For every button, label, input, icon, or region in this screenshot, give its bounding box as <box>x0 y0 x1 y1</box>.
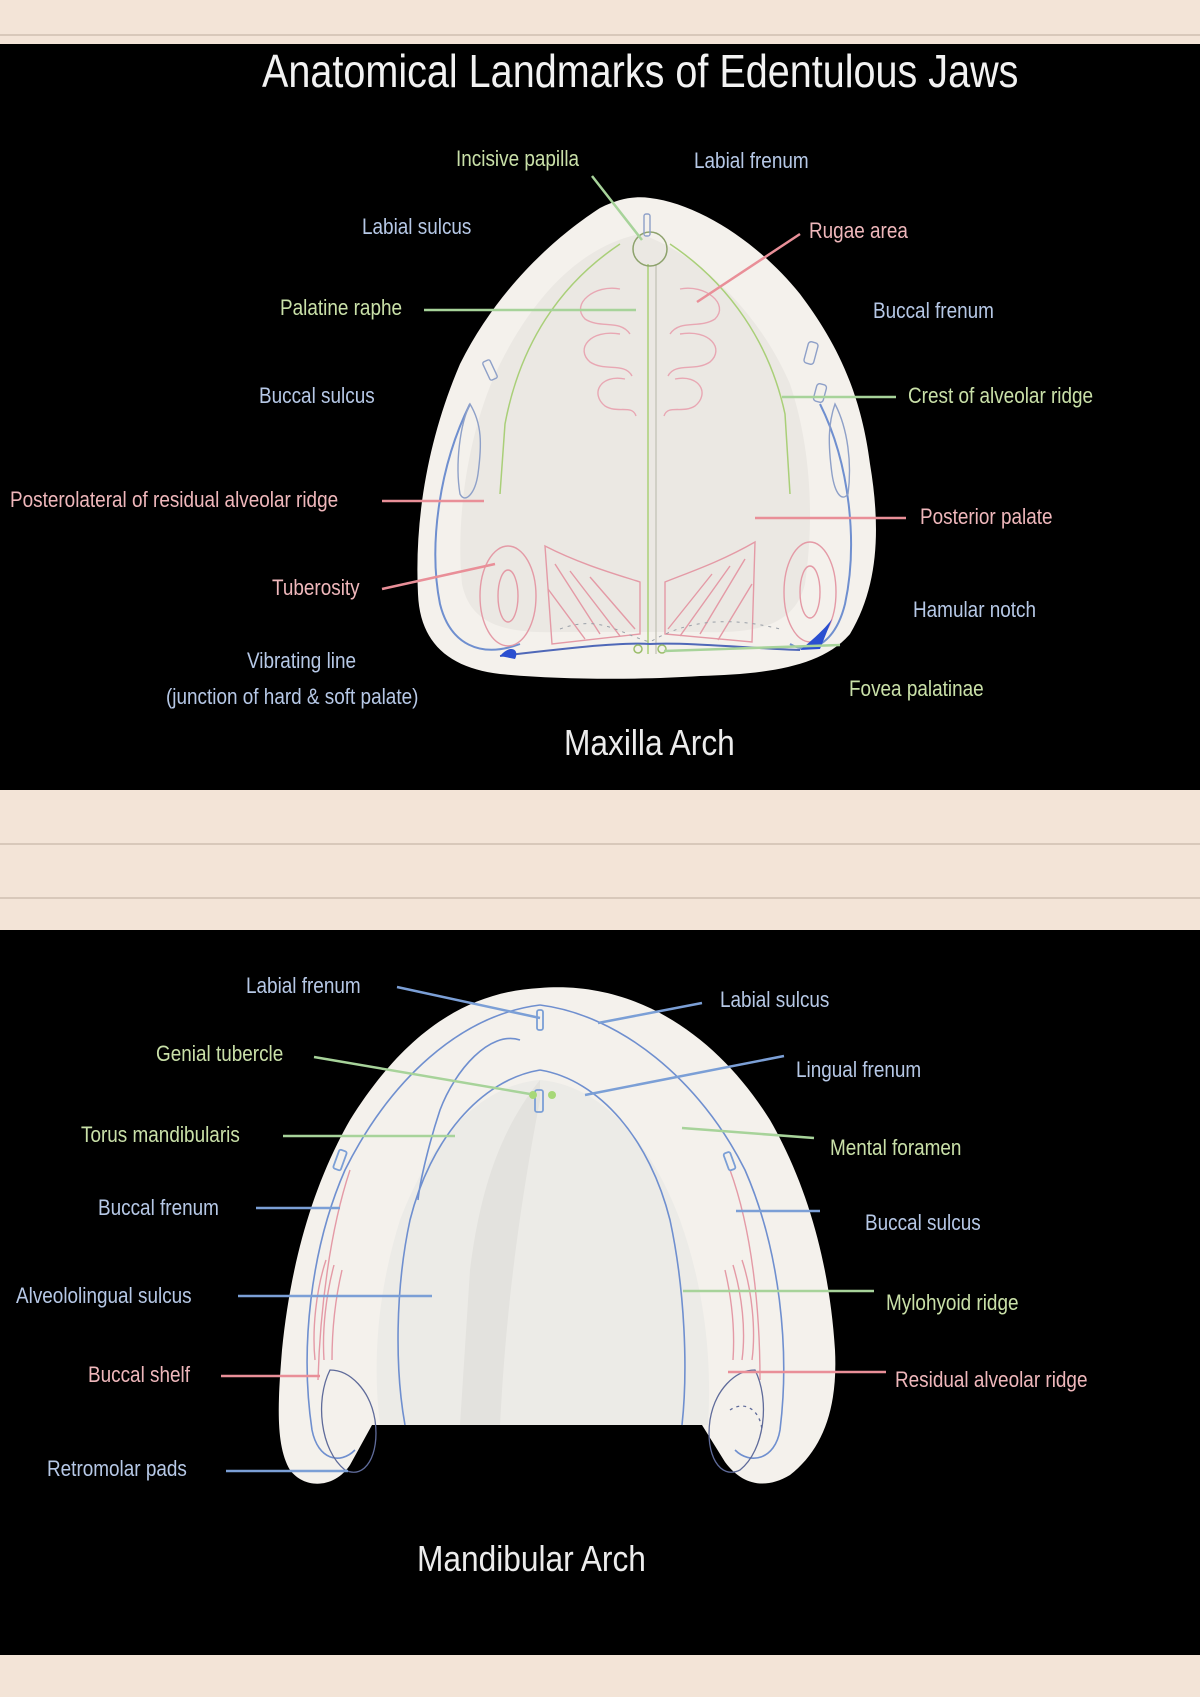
label-buccal-sulcus-mandible: Buccal sulcus <box>865 1210 981 1235</box>
label-buccal-sulcus-maxilla: Buccal sulcus <box>259 383 375 408</box>
label-hamular-notch: Hamular notch <box>913 597 1037 622</box>
label-residual-alveolar-ridge: Residual alveolar ridge <box>895 1367 1088 1392</box>
label-vibrating-line: Vibrating line <box>247 648 357 673</box>
label-buccal-shelf: Buccal shelf <box>88 1362 191 1387</box>
label-mental-foramen: Mental foramen <box>830 1135 962 1160</box>
label-posterior-palate: Posterior palate <box>920 504 1053 529</box>
label-palatine-raphe: Palatine raphe <box>280 295 403 320</box>
label-incisive-papilla: Incisive papilla <box>456 146 580 171</box>
diagram-title: Anatomical Landmarks of Edentulous Jaws <box>262 45 1019 97</box>
label-alveololingual-sulcus: Alveololingual sulcus <box>16 1283 192 1308</box>
mandibular-arch-caption: Mandibular Arch <box>417 1538 646 1579</box>
label-labial-frenum-maxilla: Labial frenum <box>694 148 809 173</box>
label-lingual-frenum: Lingual frenum <box>796 1057 922 1082</box>
label-crest-of-alveolar-ridge: Crest of alveolar ridge <box>908 383 1094 408</box>
label-mylohyoid-ridge: Mylohyoid ridge <box>886 1290 1019 1315</box>
middle-divider-line-1 <box>0 843 1200 845</box>
label-fovea-palatinae: Fovea palatinae <box>849 676 984 701</box>
top-divider-line <box>0 34 1200 36</box>
label-retromolar-pads: Retromolar pads <box>47 1456 187 1481</box>
label-vibrating-line-note: (junction of hard & soft palate) <box>166 684 419 709</box>
label-buccal-frenum-mandible: Buccal frenum <box>98 1195 219 1220</box>
label-posterolateral-residual-ridge: Posterolateral of residual alveolar ridg… <box>10 487 339 512</box>
label-buccal-frenum-maxilla: Buccal frenum <box>873 298 994 323</box>
middle-divider-line-2 <box>0 897 1200 899</box>
maxilla-arch-caption: Maxilla Arch <box>564 722 735 763</box>
label-labial-sulcus-mandible: Labial sulcus <box>720 987 830 1012</box>
maxilla-panel: Anatomical Landmarks of Edentulous Jaws … <box>0 44 1200 790</box>
label-labial-frenum-mandible: Labial frenum <box>246 973 361 998</box>
label-rugae-area: Rugae area <box>809 218 908 243</box>
label-labial-sulcus-maxilla: Labial sulcus <box>362 214 472 239</box>
mandibular-cast-illustration <box>221 985 886 1484</box>
label-tuberosity: Tuberosity <box>272 575 360 600</box>
label-torus-mandibularis: Torus mandibularis <box>81 1122 240 1147</box>
label-genial-tubercle: Genial tubercle <box>156 1041 284 1066</box>
maxilla-cast-illustration <box>381 175 906 679</box>
mandible-panel: Labial frenum Labial sulcus Genial tuber… <box>0 930 1200 1655</box>
